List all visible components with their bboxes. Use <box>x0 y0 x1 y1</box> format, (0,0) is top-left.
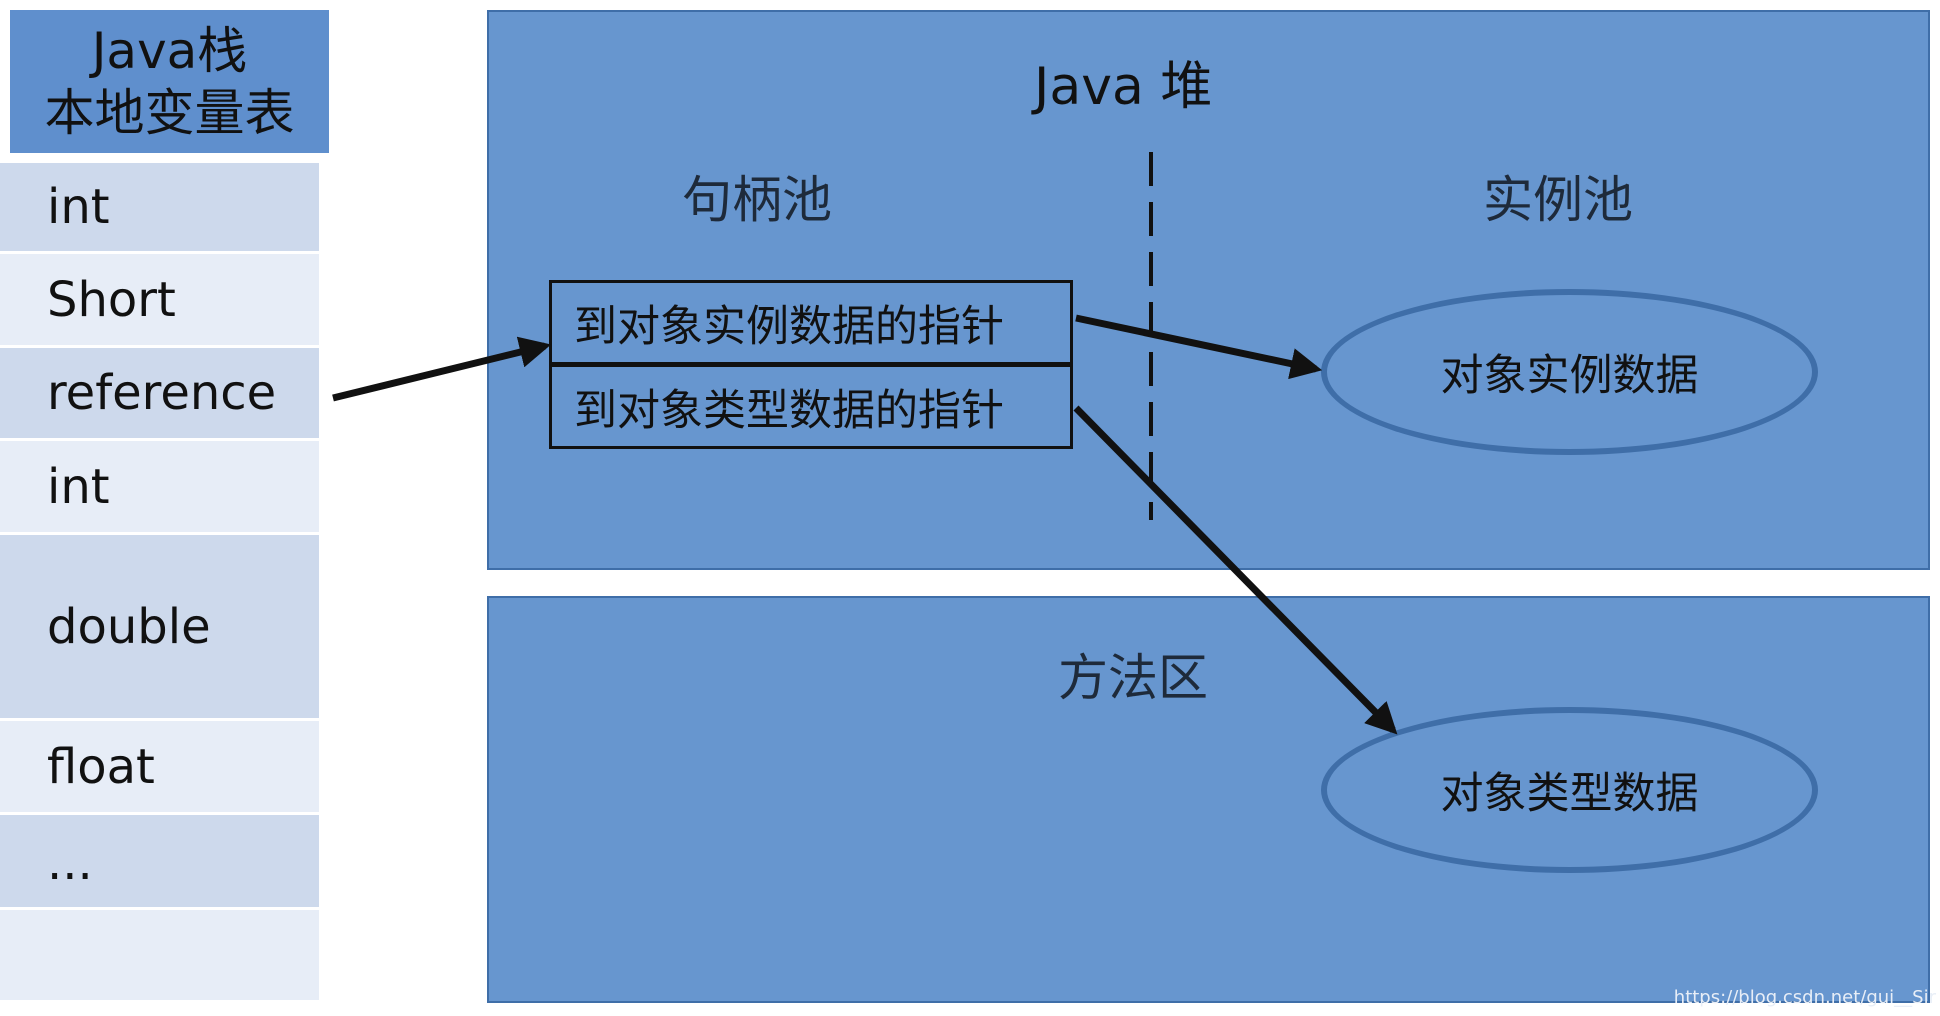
stack-cell-int-2: int <box>0 441 319 532</box>
type-pointer-arrow <box>1073 405 1398 735</box>
instance-pool-label: 实例池 <box>1483 171 1633 229</box>
instance-data-oval: 对象实例数据 <box>1321 289 1818 455</box>
heap-title: Java 堆 <box>1034 57 1213 117</box>
instance-pointer-arrow <box>1075 314 1323 380</box>
method-area-title: 方法区 <box>1058 649 1208 707</box>
stack-cell-reference: reference <box>0 348 319 438</box>
stack-cell-float: float <box>0 721 319 812</box>
java-stack: Java栈 本地变量表 <box>10 10 329 153</box>
stack-cell-short: Short <box>0 254 319 345</box>
type-pointer-box: 到对象类型数据的指针 <box>549 364 1073 449</box>
stack-cell-double: double <box>0 535 319 718</box>
stack-cell-int: int <box>0 163 319 251</box>
watermark: https://blog.csdn.net/gui__Sir <box>1673 987 1936 1008</box>
stack-header: Java栈 本地变量表 <box>10 10 329 153</box>
instance-pointer-box: 到对象实例数据的指针 <box>549 280 1073 365</box>
stack-title: Java栈 <box>91 21 248 80</box>
handle-pool-label: 句柄池 <box>682 171 832 229</box>
type-data-oval: 对象类型数据 <box>1321 707 1818 873</box>
instance-data-label: 对象实例数据 <box>1440 351 1699 401</box>
type-data-label: 对象类型数据 <box>1440 769 1699 819</box>
stack-cell-empty <box>0 910 319 1000</box>
stack-cell-ellipsis: ... <box>0 815 319 907</box>
reference-arrow <box>332 336 552 402</box>
stack-subtitle: 本地变量表 <box>44 83 295 142</box>
